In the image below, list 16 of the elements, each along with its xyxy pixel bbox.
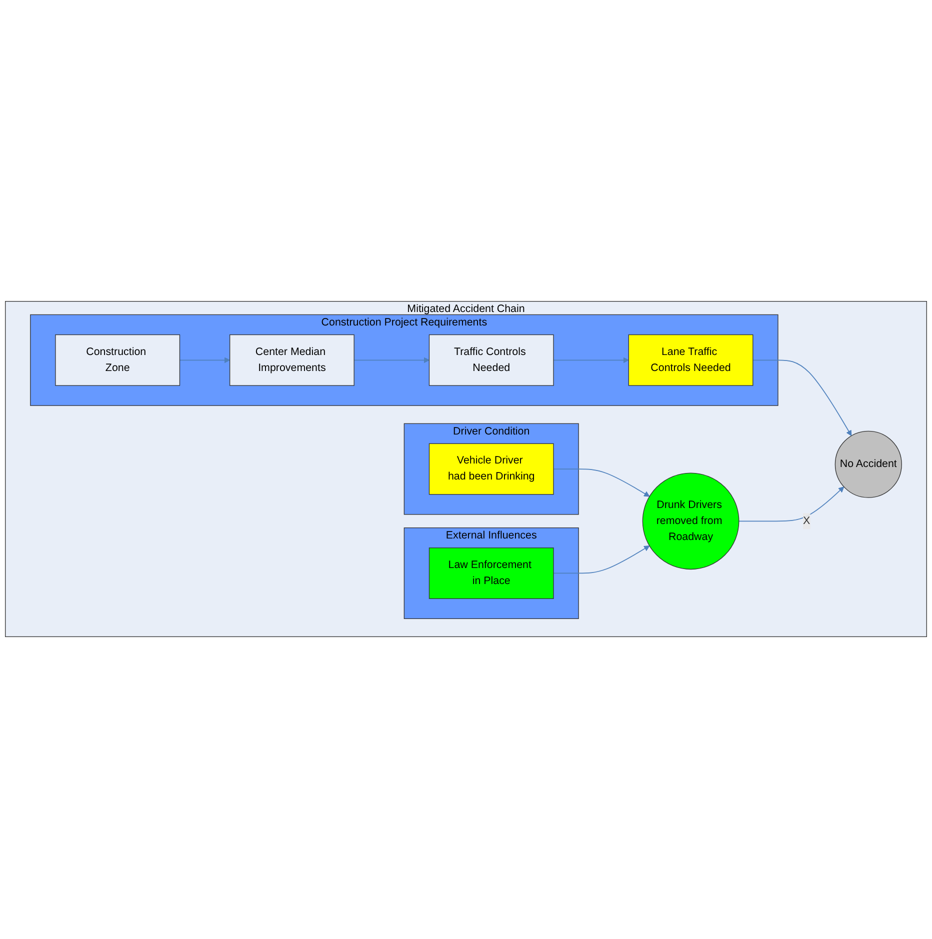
arrow (738, 487, 844, 522)
arrow (354, 358, 430, 364)
node-box: Center Median Improvements (229, 334, 354, 386)
arrow (553, 469, 650, 498)
node-circle: Drunk Drivers removed from Roadway (642, 473, 740, 570)
node-box: Lane Traffic Controls Needed (628, 334, 754, 386)
arrow (752, 360, 852, 437)
node-box: Construction Zone (55, 334, 180, 386)
node-box: Vehicle Driver had been Drinking (428, 444, 554, 496)
node-box: Law Enforcement in Place (428, 548, 554, 600)
node-box: Traffic Controls Needed (428, 334, 554, 386)
arrow (179, 358, 230, 364)
arrow (553, 358, 629, 364)
edge-label: X (803, 516, 810, 527)
arrow (553, 546, 650, 574)
node-circle: No Accident (834, 431, 902, 498)
